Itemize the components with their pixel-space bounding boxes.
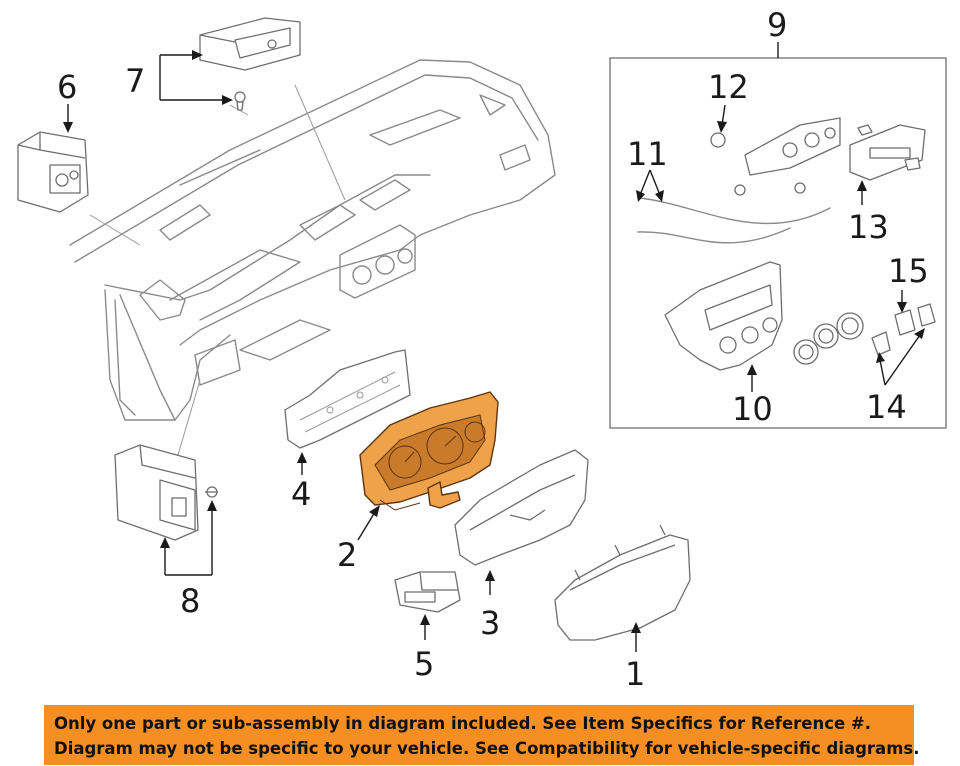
part-7-vent <box>199 17 301 111</box>
callout-9: 9 <box>767 6 787 44</box>
callout-4: 4 <box>291 475 311 513</box>
callout-1: 1 <box>625 655 645 693</box>
part-2-instrument-cluster <box>359 391 499 511</box>
group-9-box <box>609 57 947 429</box>
part-13-control-panel <box>849 124 926 181</box>
disclaimer-line-2: Diagram may not be specific to your vehi… <box>54 739 920 758</box>
callout-11: 11 <box>627 135 668 173</box>
callout-15: 15 <box>888 252 929 290</box>
callout-14: 14 <box>866 388 907 426</box>
callout-6: 6 <box>57 68 77 106</box>
part-11-cables <box>637 182 831 244</box>
callout-3: 3 <box>480 604 500 642</box>
callout-12: 12 <box>708 68 749 106</box>
callout-5: 5 <box>414 645 434 683</box>
part-14-15-buttons <box>871 303 936 356</box>
part-3-cluster-housing <box>454 449 589 566</box>
part-5-switch-panel <box>394 571 461 613</box>
part-1-cluster-lens <box>554 524 691 641</box>
callout-2: 2 <box>337 536 357 574</box>
part-10-bezel <box>664 261 783 371</box>
callout-13: 13 <box>848 208 889 246</box>
part-4-circuit-board <box>284 349 411 449</box>
leader-lines <box>63 42 925 652</box>
callout-7: 7 <box>125 62 145 100</box>
part-knobs <box>793 312 864 365</box>
callout-10: 10 <box>732 390 773 428</box>
part-12-switch <box>710 117 873 176</box>
callout-8: 8 <box>180 582 200 620</box>
part-6-switch <box>17 131 89 213</box>
part-8-switch <box>114 444 218 541</box>
disclaimer-line-1: Only one part or sub-assembly in diagram… <box>54 714 872 733</box>
disclaimer-banner: Only one part or sub-assembly in diagram… <box>44 705 920 765</box>
dashboard-outline <box>69 59 556 456</box>
